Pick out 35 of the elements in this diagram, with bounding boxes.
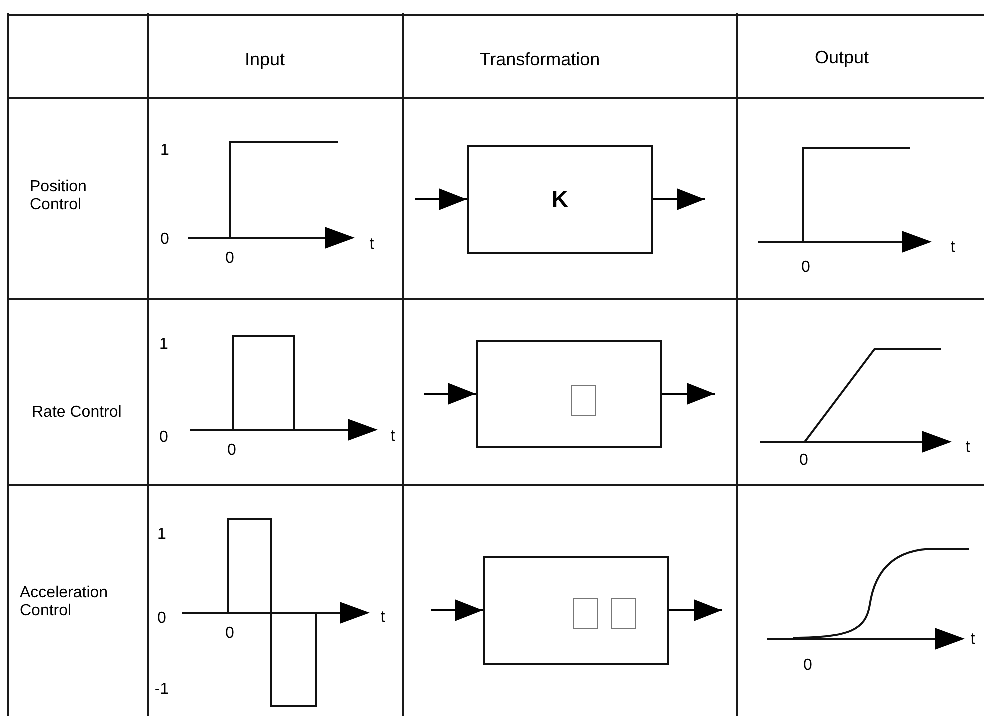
row-header: Rate Control — [32, 404, 123, 422]
arrow — [415, 188, 467, 210]
column-header: Input — [244, 50, 286, 70]
axis-tick-label: 0 — [160, 428, 168, 448]
axis-tick-label: t — [380, 608, 386, 628]
axis-tick-label: 0 — [802, 258, 810, 278]
axis-tick-label: t — [950, 238, 956, 258]
block-label: K — [552, 186, 568, 213]
column-header: Output — [814, 48, 870, 68]
axis-tick-label: 1 — [158, 526, 166, 544]
transfer-block — [483, 556, 669, 665]
axis-tick-label: 1 — [160, 142, 170, 160]
axis-tick-label: 0 — [804, 656, 812, 676]
axis-tick-label: 0 — [160, 230, 170, 250]
axis-tick-label: -1 — [154, 680, 170, 700]
row-header: Position Control — [30, 178, 88, 216]
axis-tick-label: t — [370, 236, 374, 254]
axis-tick-label: t — [390, 428, 396, 446]
axis-tick-label: 0 — [158, 610, 166, 628]
axis-tick-label: 0 — [228, 442, 236, 460]
axis-tick-label: 0 — [226, 250, 234, 268]
axis-tick-label: t — [966, 438, 970, 458]
axis-tick-label: 0 — [800, 452, 808, 470]
axis-tick-label: 0 — [226, 624, 234, 644]
row-header: Acceleration Control — [20, 584, 110, 622]
column-header: Transformation — [480, 50, 600, 70]
arrow — [653, 188, 705, 210]
arrow — [431, 600, 483, 622]
transfer-block — [467, 145, 653, 254]
axis-tick-label: t — [970, 630, 976, 650]
arrow — [669, 600, 722, 622]
axis-tick-label: 1 — [160, 336, 168, 354]
transfer-block — [476, 340, 662, 448]
arrow — [424, 383, 476, 405]
arrow — [662, 383, 715, 405]
